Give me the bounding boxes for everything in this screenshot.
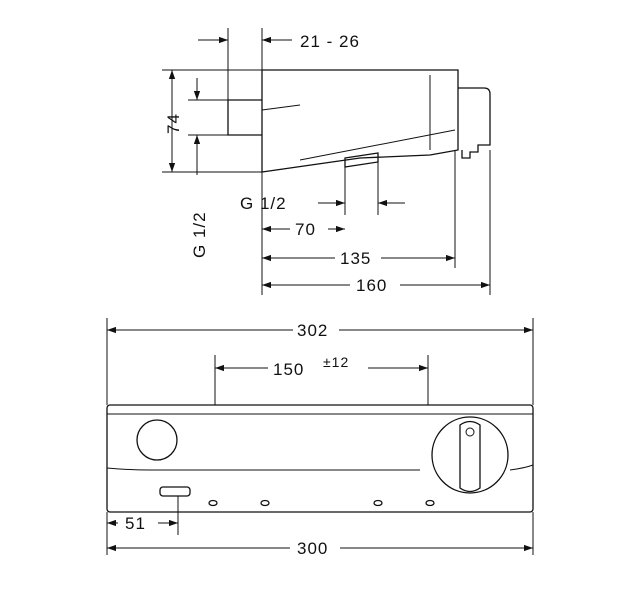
dim-302-label: 302 [297, 321, 328, 340]
side-view: 21 - 26 74 G 1/2 G 1/2 70 135 160 [162, 28, 491, 295]
dim-135-label: 135 [340, 249, 371, 268]
dim-height-label: 74 [164, 113, 183, 134]
outlet-slot [159, 486, 191, 497]
dim-70-label: 70 [295, 220, 316, 239]
end-cap [458, 87, 491, 159]
dim-160-label: 160 [356, 276, 387, 295]
dim-51-label: 51 [125, 514, 146, 533]
dim-300-label: 300 [297, 539, 328, 558]
temperature-knob [431, 416, 509, 494]
dim-150-label: 150 [273, 360, 304, 379]
dim-tolerance-label: ±12 [323, 354, 349, 370]
pipe-stub [227, 99, 262, 136]
body-outline [261, 69, 459, 173]
dim-thread-vertical-label: G 1/2 [190, 211, 209, 258]
dim-offset-label: 21 - 26 [300, 32, 360, 51]
dim-thread-horizontal-label: G 1/2 [240, 194, 287, 213]
thermostat-body [106, 404, 534, 513]
diverter-knob [136, 419, 178, 461]
front-view: 302 150 ±12 51 300 [106, 318, 534, 558]
